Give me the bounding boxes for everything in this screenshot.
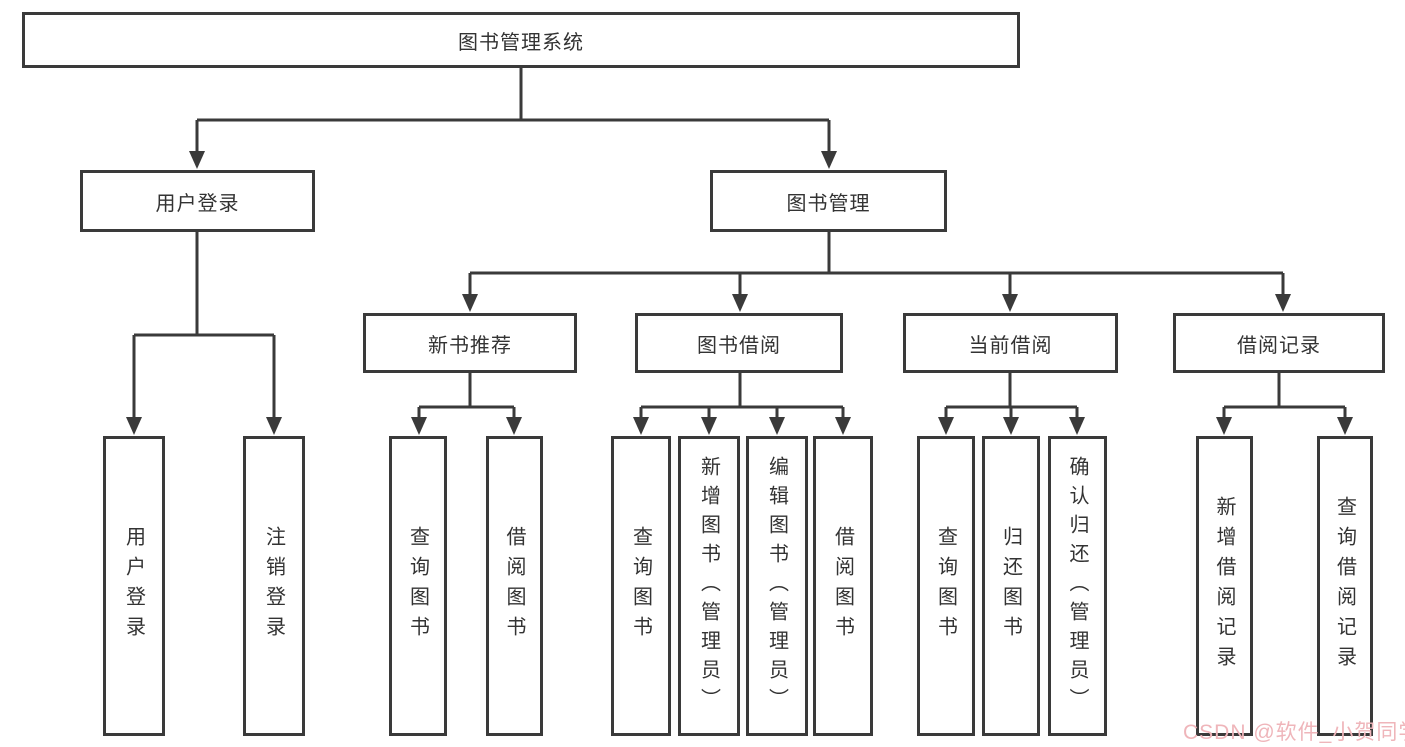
leaf-query-books-recommend: 查询图书 (389, 436, 447, 736)
node-user-login-branch: 用户登录 (80, 170, 315, 232)
leaf-user-login: 用户登录 (103, 436, 165, 736)
node-book-management: 图书管理 (710, 170, 947, 232)
node-new-book-recommend: 新书推荐 (363, 313, 577, 373)
leaf-query-borrow-record: 查询借阅记录 (1317, 436, 1373, 736)
node-borrowing-records: 借阅记录 (1173, 313, 1385, 373)
leaf-add-borrow-record: 新增借阅记录 (1196, 436, 1253, 736)
leaf-confirm-return-admin: 确认归还（管理员） (1048, 436, 1107, 736)
leaf-borrow-books-recommend: 借阅图书 (486, 436, 543, 736)
leaf-add-books-admin: 新增图书（管理员） (678, 436, 740, 736)
node-current-borrowing: 当前借阅 (903, 313, 1118, 373)
leaf-edit-books-admin: 编辑图书（管理员） (746, 436, 808, 736)
leaf-return-books: 归还图书 (982, 436, 1040, 736)
tree-edges (132, 68, 1347, 419)
node-root-system: 图书管理系统 (22, 12, 1020, 68)
leaf-query-books-borrowing: 查询图书 (611, 436, 671, 736)
node-book-borrowing: 图书借阅 (635, 313, 843, 373)
watermark-text: CSDN @软件_小贺同学 (1183, 721, 1405, 744)
leaf-query-books-current: 查询图书 (917, 436, 975, 736)
arrowhead-icons (126, 151, 1353, 435)
leaf-borrow-books: 借阅图书 (813, 436, 873, 736)
leaf-logout: 注销登录 (243, 436, 305, 736)
